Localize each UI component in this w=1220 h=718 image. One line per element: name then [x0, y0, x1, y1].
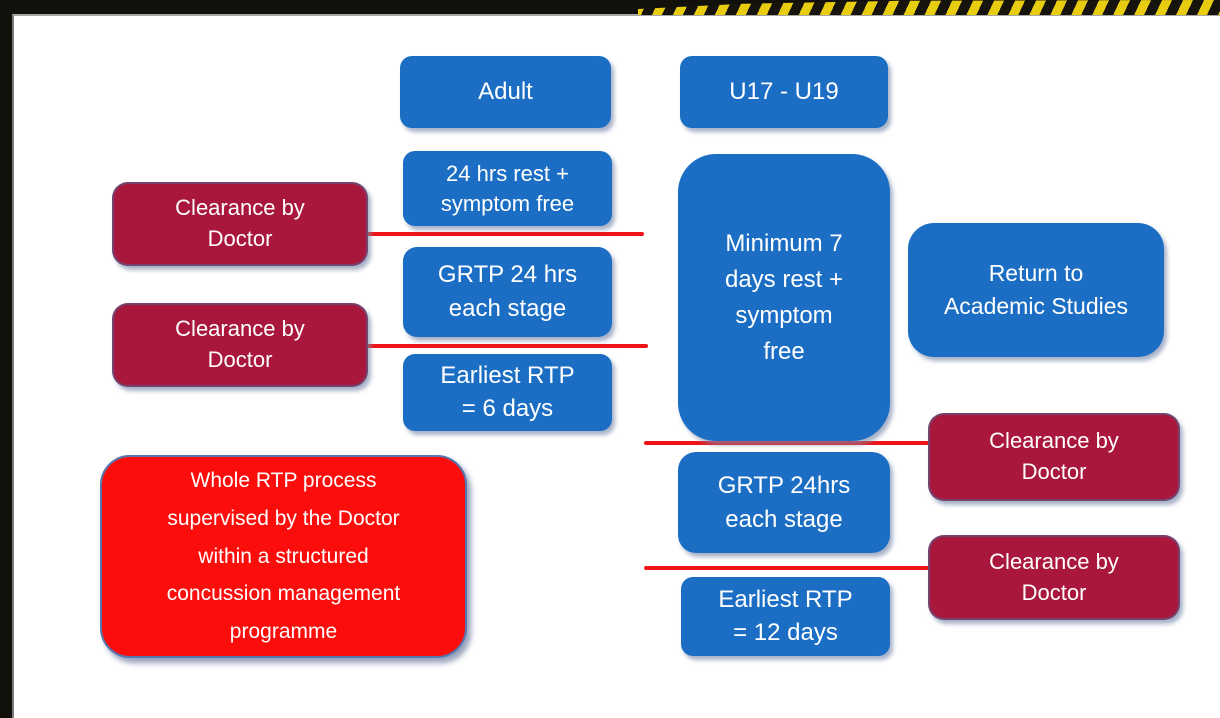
adult-earliest-rtp-box: Earliest RTP = 6 days [403, 354, 612, 431]
u17-u19-header-box: U17 - U19 [680, 56, 888, 128]
youth-grtp-box: GRTP 24hrs each stage [678, 452, 890, 553]
clearance-by-doctor-box-3: Clearance by Doctor [928, 413, 1180, 501]
hazard-tape-icon [638, 0, 1220, 15]
adult-grtp-box: GRTP 24 hrs each stage [403, 247, 612, 337]
return-to-academic-studies-box: Return to Academic Studies [908, 223, 1164, 357]
youth-rest-box: Minimum 7 days rest + symptom free [678, 154, 890, 441]
clearance-by-doctor-box-4: Clearance by Doctor [928, 535, 1180, 620]
clearance-by-doctor-box-2: Clearance by Doctor [112, 303, 368, 387]
supervision-note-box: Whole RTP process supervised by the Doct… [100, 455, 467, 658]
connector-line-1 [362, 232, 644, 236]
adult-header-box: Adult [400, 56, 611, 128]
connector-line-2 [362, 344, 648, 348]
clearance-by-doctor-box-1: Clearance by Doctor [112, 182, 368, 266]
adult-rest-box: 24 hrs rest + symptom free [403, 151, 612, 226]
youth-earliest-rtp-box: Earliest RTP = 12 days [681, 577, 890, 656]
connector-line-3 [644, 441, 930, 445]
connector-line-4 [644, 566, 930, 570]
